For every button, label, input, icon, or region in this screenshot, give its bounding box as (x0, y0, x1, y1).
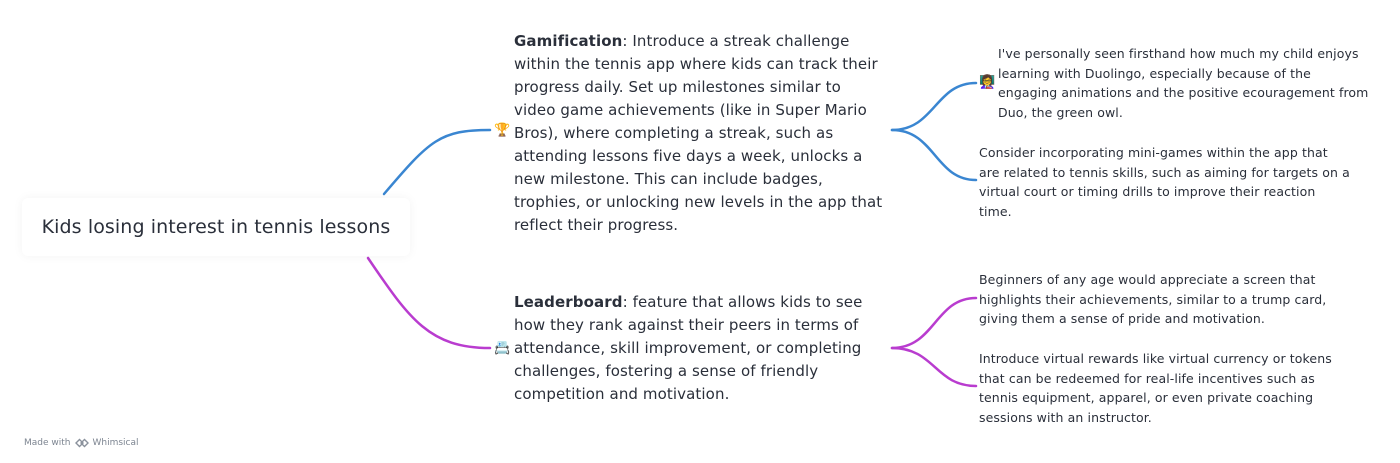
node-achievements-screen-text: Beginners of any age would appreciate a … (979, 272, 1327, 326)
trophy-icon: 🏆 (494, 123, 511, 138)
connector-root-gamification (382, 128, 492, 196)
card-index-icon: 📇 (494, 341, 511, 356)
root-node-label: Kids losing interest in tennis lessons (41, 216, 391, 238)
node-achievements-screen[interactable]: Beginners of any age would appreciate a … (979, 270, 1351, 329)
node-mini-games-text: Consider incorporating mini-games within… (979, 145, 1350, 219)
connector-gamification-child-2 (890, 128, 978, 182)
node-gamification[interactable]: Gamification: Introduce a streak challen… (514, 30, 886, 237)
made-with-label: Made with (24, 438, 71, 448)
node-duolingo[interactable]: I've personally seen firsthand how much … (998, 44, 1370, 122)
node-mini-games[interactable]: Consider incorporating mini-games within… (979, 143, 1351, 221)
node-duolingo-text: I've personally seen firsthand how much … (998, 46, 1369, 120)
teacher-icon: 👩‍🏫 (979, 75, 996, 90)
connector-root-leaderboard (366, 256, 492, 350)
node-gamification-text: : Introduce a streak challenge within th… (514, 32, 883, 234)
node-virtual-rewards[interactable]: Introduce virtual rewards like virtual c… (979, 349, 1351, 427)
connector-gamification-child-1 (890, 81, 978, 132)
node-leaderboard[interactable]: Leaderboard: feature that allows kids to… (514, 291, 886, 406)
brand-label: Whimsical (92, 438, 139, 448)
whimsical-logo-icon (74, 438, 89, 448)
node-gamification-title: Gamification (514, 32, 623, 50)
node-leaderboard-title: Leaderboard (514, 293, 623, 311)
made-with-badge[interactable]: Made with Whimsical (24, 436, 139, 450)
node-virtual-rewards-text: Introduce virtual rewards like virtual c… (979, 351, 1332, 425)
node-leaderboard-text: : feature that allows kids to see how th… (514, 293, 863, 403)
root-node[interactable]: Kids losing interest in tennis lessons (22, 198, 410, 256)
connector-leaderboard-child-2 (890, 346, 978, 388)
connector-leaderboard-child-1 (890, 296, 978, 350)
